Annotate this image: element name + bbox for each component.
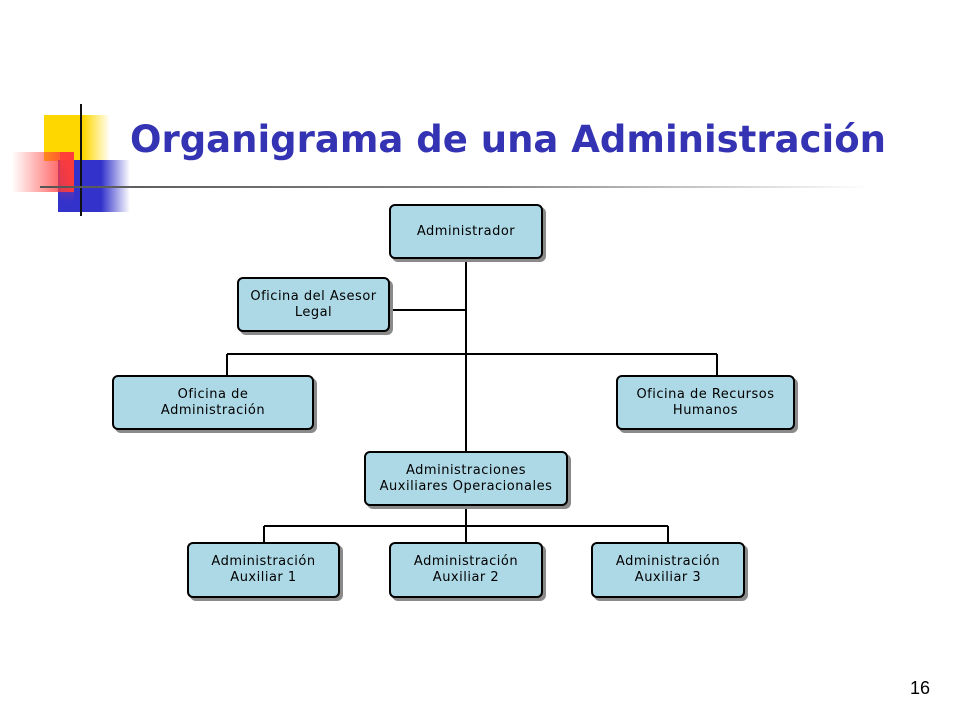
org-node-administraciones-auxiliares-operacionales: Administraciones Auxiliares Operacionale…: [364, 451, 568, 506]
org-node-administracion-auxiliar-3: Administración Auxiliar 3: [591, 542, 745, 598]
page-number: 16: [909, 678, 930, 698]
org-node-oficina-recursos-humanos: Oficina de Recursos Humanos: [616, 375, 795, 430]
slide-title: Organigrama de una Administración: [130, 118, 886, 161]
logo-red-drip: [60, 152, 74, 202]
org-node-administracion-auxiliar-2: Administración Auxiliar 2: [389, 542, 543, 598]
org-node-administrador: Administrador: [389, 204, 543, 259]
org-node-oficina-asesor-legal: Oficina del Asesor Legal: [237, 277, 390, 332]
org-node-oficina-administracion: Oficina de Administración: [112, 375, 314, 430]
org-node-administracion-auxiliar-1: Administración Auxiliar 1: [187, 542, 340, 598]
title-underline: [40, 186, 870, 188]
